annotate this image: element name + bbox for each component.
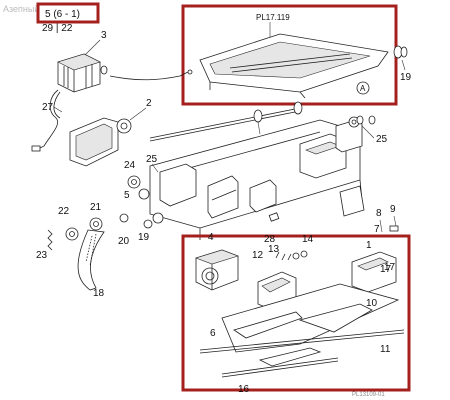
- label-2: 2: [146, 98, 152, 109]
- label-27: 27: [42, 102, 54, 113]
- label-9: 9: [390, 204, 396, 215]
- gear-train: 24 25 5 21 22 23 18 20 19: [36, 154, 164, 299]
- label-12: 12: [252, 250, 264, 261]
- label-13: 13: [268, 244, 280, 255]
- drive-shaft: [149, 107, 301, 139]
- label-11: 11: [380, 344, 391, 355]
- header-ref-top: 5 (6 - 1): [45, 9, 80, 20]
- callout-circle-label: A: [360, 84, 366, 93]
- label-16: 16: [238, 384, 250, 395]
- label-20: 20: [118, 236, 130, 247]
- shaft-roller: [253, 109, 263, 123]
- bushing-19-right: [368, 115, 376, 125]
- label-5: 5: [124, 190, 130, 201]
- left-gear-bracket: [159, 163, 197, 207]
- label-22: 22: [58, 206, 70, 217]
- label-8: 8: [376, 208, 382, 219]
- label-14: 14: [302, 234, 314, 245]
- small-pins: [275, 251, 292, 261]
- top-cover-group: PL17.119 A 19: [181, 4, 412, 106]
- label-24: 24: [124, 160, 136, 171]
- guide-rod-11: [199, 329, 405, 351]
- label-18: 18: [93, 288, 105, 299]
- plate-cutout: [298, 303, 373, 333]
- washer-20: [119, 213, 129, 223]
- gear-5: [138, 188, 150, 200]
- label-3: 3: [101, 30, 107, 41]
- watermark-text: Азепный: [3, 4, 39, 14]
- label-25-right: 25: [376, 134, 388, 145]
- callout-circle-a: [356, 81, 370, 95]
- label-23: 23: [36, 250, 48, 261]
- label-19-left: 19: [138, 232, 150, 243]
- cover-inner-panel: [209, 41, 371, 79]
- lower-bracket: [258, 347, 322, 367]
- bottom-highlight-box: [181, 234, 411, 392]
- label-21: 21: [90, 202, 102, 213]
- timing-belt-18: [77, 229, 105, 291]
- center-actuator: [207, 175, 239, 219]
- label-17-inner: 17: [380, 264, 392, 275]
- right-small-parts: 8 9 7: [374, 204, 399, 235]
- motor-wire-harness: [35, 89, 59, 151]
- bushing-19-left: [143, 219, 153, 229]
- label-10: 10: [366, 298, 378, 309]
- label-25-left: 25: [146, 154, 158, 165]
- label-1: 1: [366, 240, 372, 251]
- label-17: 17: [384, 262, 396, 273]
- header-reference-box: [36, 2, 100, 24]
- footer-code: PL13109-01: [352, 392, 385, 398]
- motor-assembly: 3 27 2: [31, 30, 193, 167]
- guide-rod-16: [221, 357, 339, 375]
- screw-9: [389, 225, 399, 232]
- small-clip: [268, 212, 280, 222]
- plate-reference-label: PL17.119: [256, 13, 290, 22]
- spring-23: [47, 229, 53, 251]
- center-sensor: [249, 179, 277, 213]
- header-ref-bottom: 29 | 22: [42, 23, 73, 34]
- harness-connector: [31, 145, 41, 152]
- label-4: 4: [208, 232, 214, 243]
- frame-foot-right: [339, 185, 365, 217]
- label-19-top: 19: [400, 72, 412, 83]
- harness-cable-top: [109, 71, 189, 81]
- label-28: 28: [264, 234, 276, 245]
- label-6: 6: [210, 328, 216, 339]
- central-frame: 26 25: [149, 101, 388, 240]
- bottom-assembly-group: 4 28 13 12 14 15 17 1 17 10 6 11: [181, 232, 411, 398]
- label-7: 7: [374, 224, 380, 235]
